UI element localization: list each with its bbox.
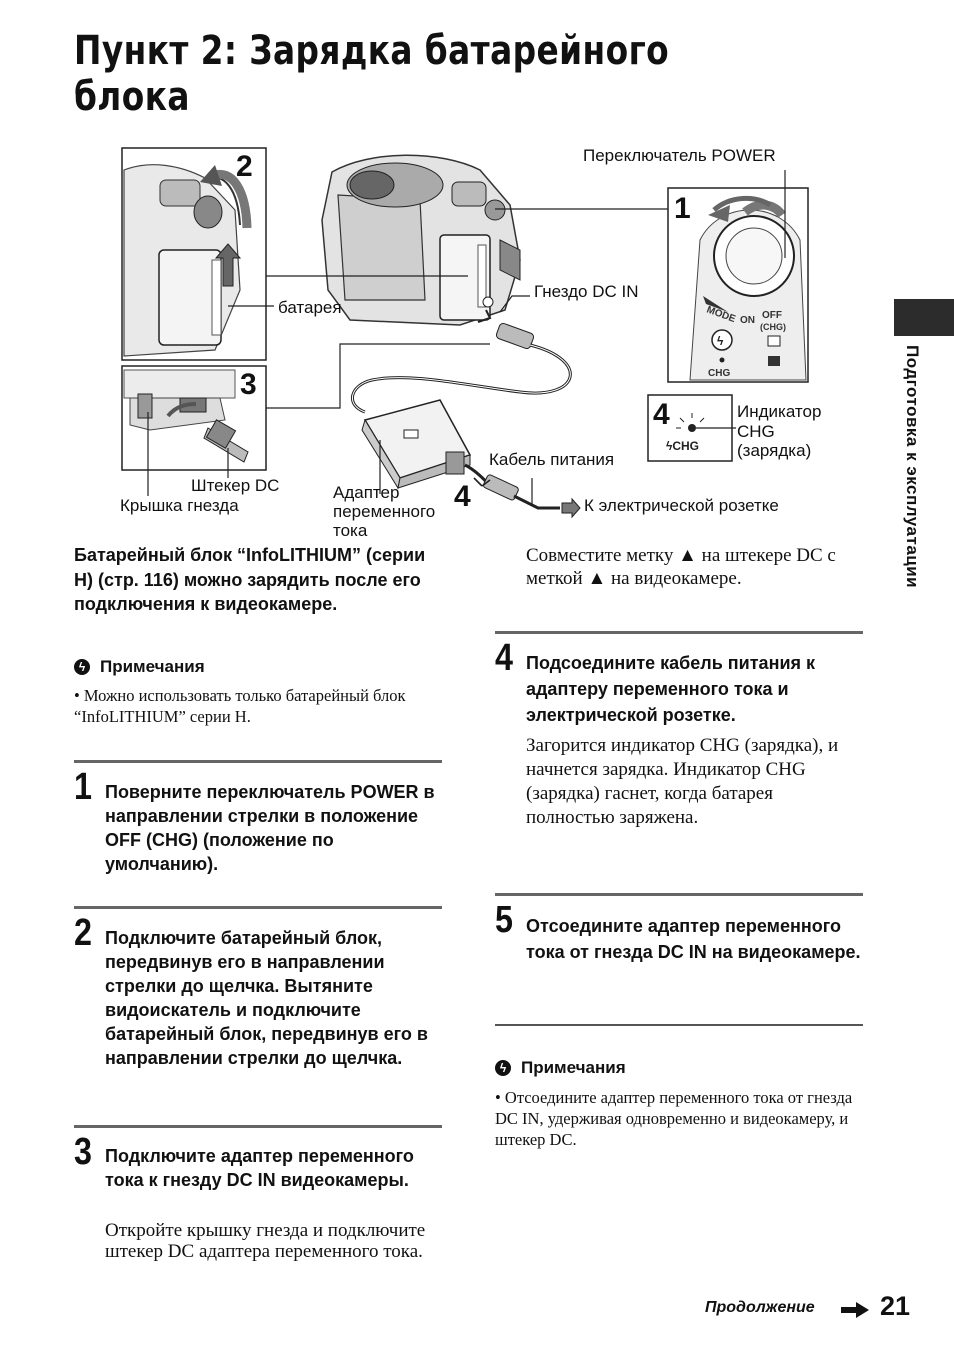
- notes-item: • Отсоедините адаптер переменного тока о…: [495, 1088, 853, 1149]
- label-ac-adapter: Адаптер переменного тока: [333, 483, 435, 540]
- dc-cable: [350, 322, 572, 414]
- step-4-text: Подсоедините кабель питания к адаптеру п…: [526, 653, 816, 725]
- label-dc-plug: Штекер DC: [191, 476, 280, 495]
- badge-2: 2: [236, 150, 253, 183]
- step-number: 5: [495, 899, 513, 941]
- label-chg-indicator: Индикатор CHG (зарядка): [737, 402, 821, 461]
- divider: [495, 1024, 863, 1026]
- ac-adapter: [361, 399, 472, 494]
- page-title: Пункт 2: Зарядка батарейного блока: [74, 28, 670, 120]
- badge-3: 3: [240, 368, 257, 401]
- dial-on: ON: [740, 315, 755, 326]
- charging-illustration: 2 3: [121, 147, 809, 519]
- step-3-continued: Совместите метку ▲ на штекере DC с метко…: [526, 545, 836, 589]
- panel-chg-indicator: 4 ϟCHG: [647, 394, 736, 462]
- label-chg-line2: CHG: [737, 421, 775, 441]
- step-number: 1: [74, 766, 92, 808]
- svg-text:ϟCHG: ϟCHG: [666, 439, 699, 453]
- page-number: 21: [880, 1291, 911, 1321]
- power-cord: [464, 463, 581, 519]
- label-dc-in-jack: Гнездо DC IN: [534, 282, 639, 301]
- note-icon: ϟ: [495, 1060, 511, 1076]
- dial-off: OFF: [762, 310, 782, 321]
- notes-item: • Можно использовать только батарейный б…: [74, 686, 406, 726]
- label-power-switch: Переключатель POWER: [583, 146, 776, 165]
- dial-chg-small: CHG: [708, 368, 730, 379]
- label-chg-line3: (зарядка): [737, 441, 812, 461]
- badge-1: 1: [674, 192, 691, 225]
- dial-chg: (CHG): [760, 322, 786, 332]
- arrow-right-icon: [841, 1302, 869, 1318]
- camcorder-illustration: [321, 154, 521, 326]
- step-3-text: Подключите адаптер переменного тока к гн…: [105, 1146, 414, 1190]
- step-number: 3: [74, 1131, 92, 1173]
- divider: [74, 1125, 442, 1128]
- step-number: 4: [495, 637, 513, 679]
- step-number: 2: [74, 912, 92, 954]
- divider: [74, 906, 442, 909]
- label-jack-cover: Крышка гнезда: [120, 496, 239, 515]
- step-2-text: Подключите батарейный блок, передвинув е…: [105, 928, 428, 1068]
- divider: [495, 893, 863, 896]
- divider: [74, 760, 442, 763]
- badge-4b: 4: [653, 398, 670, 431]
- panel-dc-jack: 3: [121, 365, 267, 496]
- label-wall-outlet: К электрической розетке: [584, 496, 779, 515]
- svg-text:ϟ: ϟ: [717, 334, 724, 348]
- continued-label: Продолжение: [705, 1299, 815, 1316]
- label-chg-line1: Индикатор: [737, 402, 822, 421]
- label-battery: батарея: [278, 298, 342, 317]
- label-adapter-line1: Адаптер: [333, 483, 400, 502]
- label-power-cord: Кабель питания: [489, 450, 615, 469]
- panel-battery-attach: 2: [121, 147, 267, 361]
- label-adapter-line3: тока: [333, 521, 368, 540]
- note-icon: ϟ: [74, 659, 90, 675]
- step-3-body: Откройте крышку гнезда и подключите штек…: [105, 1220, 426, 1262]
- divider: [495, 631, 863, 634]
- step-4-body: Загорится индикатор CHG (зарядка), и нач…: [526, 735, 839, 828]
- section-tab-marker: [894, 299, 954, 336]
- step-5-text: Отсоедините адаптер переменного тока от …: [526, 916, 861, 962]
- step-1-text: Поверните переключатель POWER в направле…: [105, 782, 435, 874]
- badge-4a: 4: [454, 480, 471, 513]
- panel-power-dial: 1 MODE ON OFF (CHG) ϟ CHG: [667, 170, 809, 383]
- label-adapter-line2: переменного: [333, 502, 436, 521]
- intro-text: Батарейный блок “InfoLITHIUM” (серии H) …: [74, 545, 426, 614]
